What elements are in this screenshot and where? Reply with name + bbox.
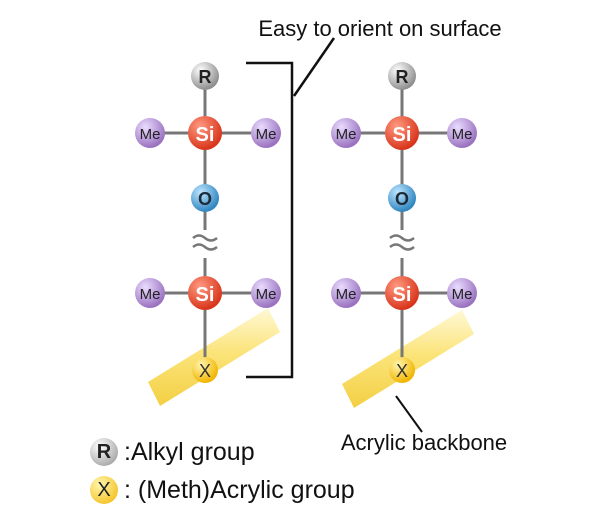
r-atom-label-left: R	[199, 67, 212, 87]
me-atom-label-upper-right-a: Me	[336, 126, 357, 143]
me-atom-lower-right-b	[447, 278, 477, 308]
chain-break-left	[192, 234, 218, 251]
chain-break-right	[389, 234, 415, 251]
orient-annotation: Easy to orient on surface	[258, 16, 501, 41]
legend-alkyl: R :Alkyl group	[90, 437, 255, 467]
me-atom-upper-left-a	[135, 118, 165, 148]
me-atom-label-lower-right-a: Me	[336, 286, 357, 303]
x-atom-right	[389, 357, 415, 383]
si-atom-label-upper-left: Si	[196, 124, 215, 146]
me-atom-upper-right-a	[331, 118, 361, 148]
r-atom-left	[191, 62, 219, 90]
o-atom-label-left: O	[198, 189, 212, 209]
si-atom-lower-left	[188, 276, 222, 310]
acrylic-backbone-left	[148, 308, 280, 406]
acrylic-legend-icon: X	[90, 476, 118, 504]
molecule-left: R Si Me Me O Si Me Me X	[135, 62, 281, 406]
me-atom-lower-left-a	[135, 278, 165, 308]
me-atom-upper-left-b	[251, 118, 281, 148]
molecule-right: R Si Me Me O Si Me Me X	[331, 62, 477, 408]
alkyl-legend-text: :Alkyl group	[124, 437, 255, 466]
si-atom-upper-left	[188, 116, 222, 150]
si-atom-label-lower-left: Si	[196, 284, 215, 306]
me-atom-label-upper-right-b: Me	[452, 126, 473, 143]
me-atom-lower-right-a	[331, 278, 361, 308]
me-atom-label-lower-left-b: Me	[256, 286, 277, 303]
o-atom-right	[388, 184, 416, 212]
me-atom-label-lower-right-b: Me	[452, 286, 473, 303]
legend-acrylic: X : (Meth)Acrylic group	[90, 475, 355, 505]
r-atom-right	[388, 62, 416, 90]
si-atom-label-upper-right: Si	[393, 124, 412, 146]
orient-bracket	[246, 37, 336, 379]
backbone-annotation: Acrylic backbone	[341, 430, 507, 455]
me-atom-label-upper-left-a: Me	[140, 126, 161, 143]
me-atom-label-upper-left-b: Me	[256, 126, 277, 143]
si-atom-label-lower-right: Si	[393, 284, 412, 306]
r-atom-label-right: R	[396, 67, 409, 87]
me-atom-lower-left-b	[251, 278, 281, 308]
o-atom-label-right: O	[395, 189, 409, 209]
o-atom-left	[191, 184, 219, 212]
x-atom-left	[192, 357, 218, 383]
me-atom-upper-right-b	[447, 118, 477, 148]
si-atom-upper-right	[385, 116, 419, 150]
si-atom-lower-right	[385, 276, 419, 310]
backbone-pointer	[395, 395, 423, 433]
me-atom-label-lower-left-a: Me	[140, 286, 161, 303]
x-atom-label-left: X	[199, 361, 211, 381]
acrylic-legend-text: : (Meth)Acrylic group	[124, 475, 355, 504]
alkyl-legend-icon: R	[90, 438, 118, 466]
x-atom-label-right: X	[396, 361, 408, 381]
